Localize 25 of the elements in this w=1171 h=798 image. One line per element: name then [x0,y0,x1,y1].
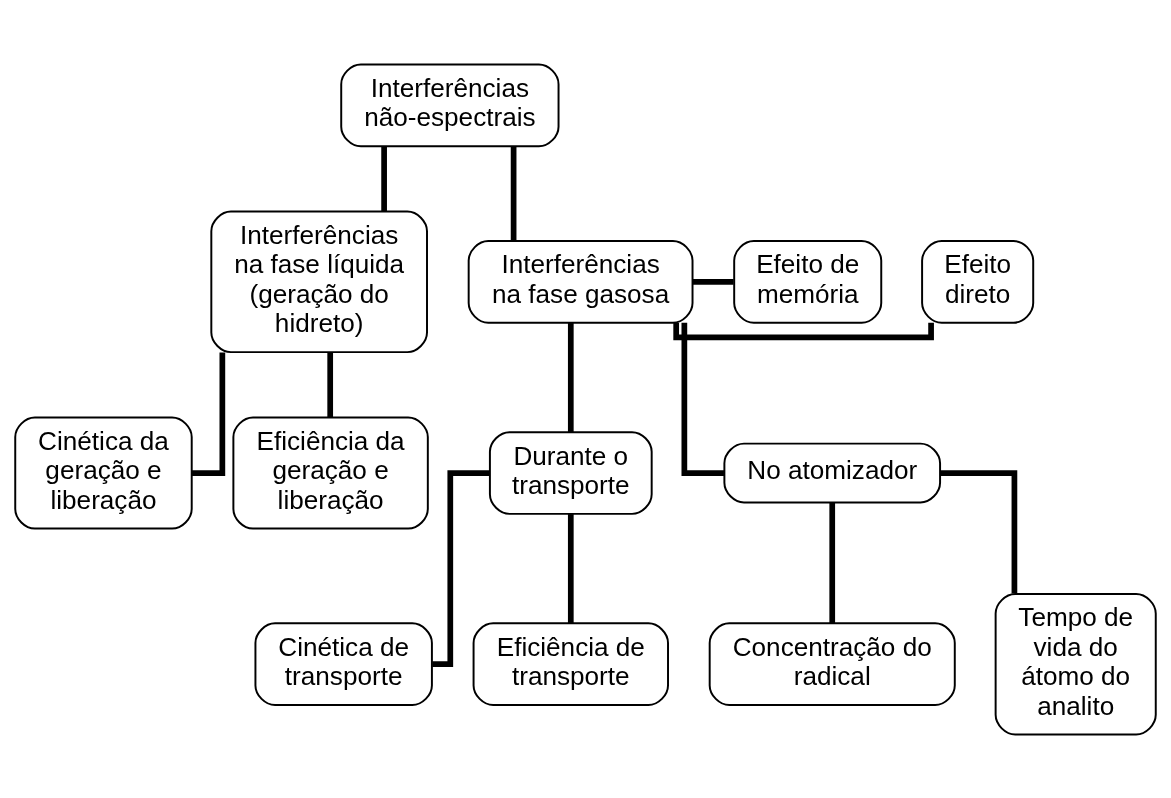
connector [567,513,574,623]
node-box: Cinética de transporte [254,621,433,706]
connector [381,145,387,211]
node-box: Tempo de vida do átomo do analito [994,592,1157,735]
node-box: Efeito direto [921,239,1035,324]
connector [191,352,226,476]
node-box: Concentração do radical [708,621,956,706]
connector [673,322,934,340]
node-box: Interferências na fase líquida (geração do hidreto) [210,210,428,353]
connector [940,469,1018,594]
connector [510,145,517,241]
connector [432,469,490,667]
node-box: Eficiência da geração e liberação [232,416,429,530]
connector [681,322,724,476]
node-box: Durante o transporte [488,430,653,515]
node-box: Interferências não-espectrais [340,63,560,147]
connector [327,352,334,417]
connector [692,278,734,285]
node-box: Efeito de memória [733,239,883,324]
node-box: Interferências na fase gasosa [467,239,694,324]
node-box: Cinética da geração e liberação [14,416,193,530]
connector [829,501,836,623]
node-box: No atomizador [723,442,942,503]
node-box: Eficiência de transporte [472,621,669,706]
connector [567,322,574,432]
